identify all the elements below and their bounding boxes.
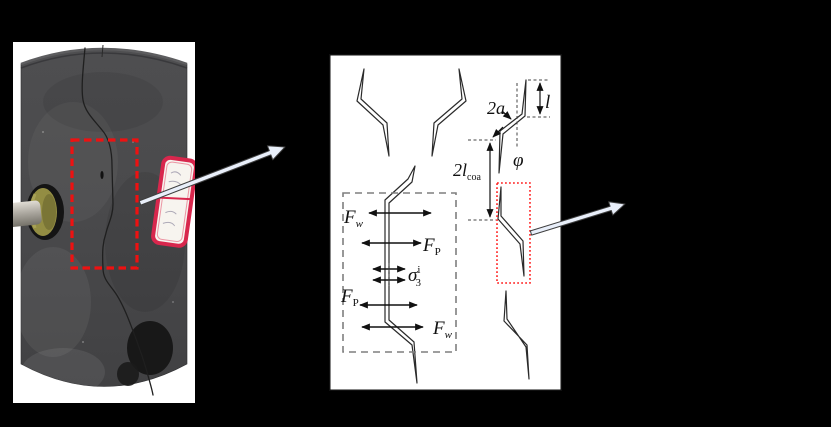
fw-top-label: Fw [343,207,364,230]
crack-trace [81,47,154,396]
sensor-bolt [13,184,64,240]
lcoa-label: 2lcoa [453,160,481,183]
lower-right-crack [503,290,530,380]
bottom-stain [117,321,173,386]
bolt-shaft [13,200,42,228]
two-a-arrow-upper [501,110,512,120]
crack-nick [100,171,104,179]
brass-shadow [42,194,56,230]
phi-label: φ [513,150,524,171]
surface-texture [15,72,185,396]
two-a-arrow-lower [492,126,504,138]
red-dotted-box [496,182,531,284]
crack-pair-left [356,68,390,157]
fp-top-label: FP [422,235,441,258]
specimen-photo [13,44,195,396]
fp-bottom-label: FP [340,286,359,309]
l-label: l [545,92,550,113]
specimen-photo-card [13,42,195,403]
crack-pair-right [431,68,467,157]
force-arrows [359,209,432,331]
annotated-crack [498,79,527,174]
red-box-crack [497,186,525,277]
two-a-label: 2a [487,98,505,118]
fw-bottom-label: Fw [432,318,453,341]
force-box [342,192,457,353]
cylinder-top-seam [101,44,104,58]
